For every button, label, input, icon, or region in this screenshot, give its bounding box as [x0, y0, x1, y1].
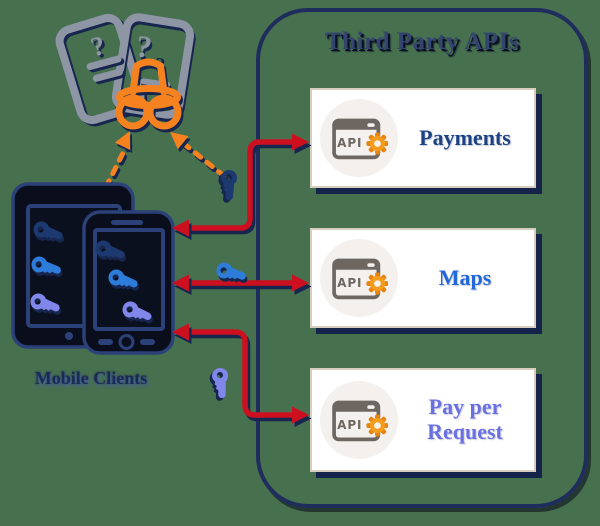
gear-icon: [366, 414, 388, 437]
key-icon: [207, 366, 234, 402]
question-mark-icon: ?: [153, 52, 167, 77]
key-icon: [29, 292, 63, 317]
api-card-pay-per-request: API Pay per Request: [310, 368, 536, 472]
svg-text:?: ?: [90, 32, 111, 64]
gear-icon: [366, 272, 388, 295]
smartphone-icon: [82, 210, 175, 355]
api-window-icon: API: [332, 400, 388, 442]
pay-per-request-label: Pay per Request: [427, 394, 503, 444]
question-mark-icon: ? ?: [88, 30, 112, 65]
tablet-icon: [11, 182, 135, 349]
incognito-spy-icon: [115, 58, 184, 133]
spy-hat-crown: [129, 58, 168, 96]
key-icon: [121, 300, 155, 326]
mobile-clients-label: Mobile Clients: [34, 368, 148, 388]
svg-text:?: ?: [134, 28, 154, 65]
api-window-icon: API: [332, 118, 388, 160]
maps-label: Maps: [438, 264, 492, 290]
api-icon-circle: API: [320, 381, 398, 459]
question-cards-icon: ? ? ? ? ?: [55, 13, 196, 127]
spy-hat-brim: [116, 85, 181, 109]
spy-glasses-right: [146, 94, 182, 130]
eavesdrop-arrow-from-tablet: [103, 127, 140, 193]
key-icon: [32, 220, 66, 245]
eavesdrop-arrow-from-key: [164, 125, 229, 182]
key-icon: [30, 255, 64, 279]
key-icon: [94, 239, 128, 264]
svg-text:?: ?: [88, 30, 109, 62]
key-icon: [215, 261, 249, 285]
key-icon: [217, 168, 241, 204]
third-party-apis-title: Third Party APIs: [324, 28, 520, 55]
api-card-payments: API Payments: [310, 88, 536, 188]
third-party-apis-container: Third Party APIs: [256, 8, 588, 508]
api-window-icon: API: [332, 258, 388, 300]
api-text: API: [337, 418, 362, 432]
api-text: API: [337, 136, 362, 150]
api-icon-circle: API: [320, 99, 398, 177]
text-lines-icon: [86, 55, 126, 85]
gear-icon: [366, 132, 388, 155]
spy-glasses-left: [115, 94, 151, 130]
question-mark-icon: ? ?: [134, 28, 156, 68]
payments-label: Payments: [419, 124, 511, 150]
text-lines-icon: [140, 78, 172, 91]
api-card-maps: API Maps: [310, 228, 536, 328]
svg-text:?: ?: [136, 31, 156, 68]
api-icon-circle: API: [320, 239, 398, 317]
key-icon: [107, 268, 141, 293]
api-text: API: [337, 276, 362, 290]
